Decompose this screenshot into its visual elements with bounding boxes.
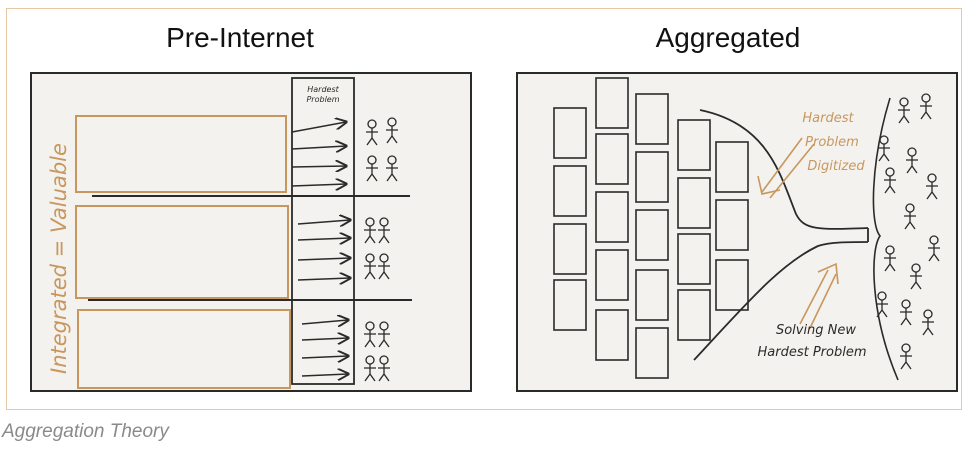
users-icon — [876, 93, 940, 370]
hardest-problem-label-line2: Problem — [306, 95, 339, 104]
funnel-top-curve — [699, 109, 869, 230]
hardest-problem-arrow — [757, 137, 815, 199]
figure-caption: Aggregation Theory — [2, 421, 169, 442]
hardest-problem-column — [291, 77, 355, 385]
users-icon — [364, 117, 398, 382]
annotation-bottom-line: Solving New — [776, 323, 856, 338]
annotation-top-line: Digitized — [807, 159, 865, 174]
right-panel-title: Aggregated — [655, 22, 801, 53]
hardest-problem-digitized-annotation: Hardest Problem Digitized — [802, 111, 865, 174]
annotation-top-line: Hardest — [802, 111, 854, 126]
pre-internet-panel: Integrated = Valuable Hardest Problem — [30, 72, 472, 392]
left-panel-title: Pre-Internet — [166, 22, 314, 53]
annotation-top-line: Problem — [805, 135, 859, 150]
integrated-company-box — [77, 309, 291, 389]
funnel-bottom-curve — [693, 241, 869, 361]
solving-new-hardest-problem-annotation: Solving New Hardest Problem — [757, 323, 866, 360]
supplier-boxes — [553, 77, 749, 379]
arrows-group-middle — [297, 220, 350, 280]
annotation-bottom-line: Hardest Problem — [757, 345, 866, 360]
aggregated-panel: Hardest Problem Digitized Solving New Ha… — [516, 72, 958, 392]
integrated-valuable-label: Integrated = Valuable — [47, 143, 71, 374]
arrows-group-top — [291, 122, 346, 186]
users-bracket — [872, 97, 899, 381]
aggregated-sketch: Hardest Problem Digitized Solving New Ha… — [553, 77, 940, 381]
hardest-problem-label-line1: Hardest — [307, 85, 339, 94]
solving-problem-arrow — [799, 262, 839, 329]
integrated-company-box — [75, 115, 287, 193]
pre-internet-sketch: Integrated = Valuable Hardest Problem — [47, 77, 412, 389]
integrated-company-box — [75, 205, 289, 299]
arrows-group-bottom — [301, 320, 348, 376]
